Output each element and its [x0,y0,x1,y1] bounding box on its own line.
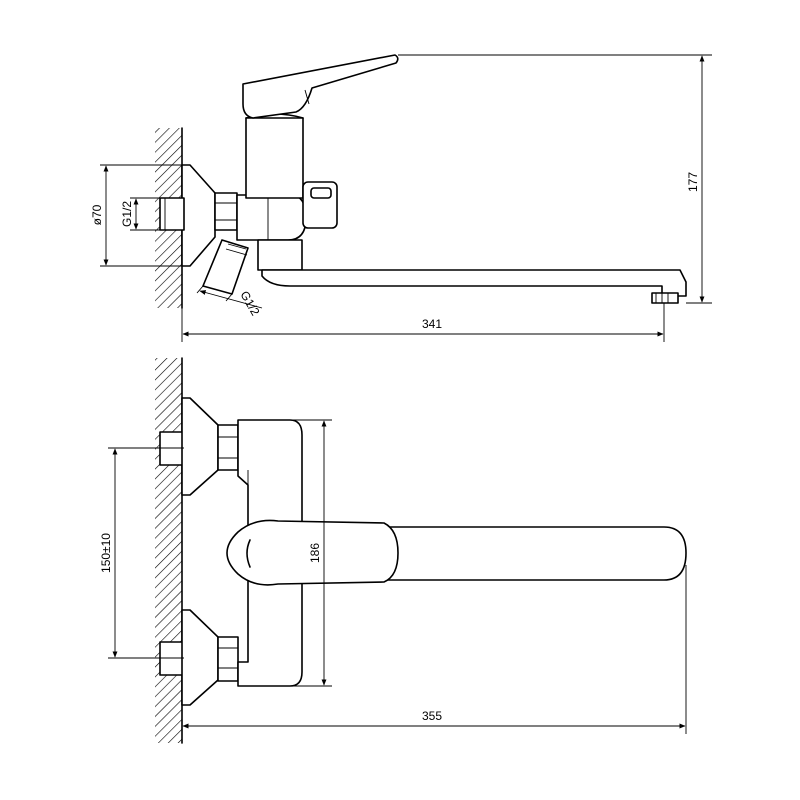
dim-length-341: 341 [181,303,665,342]
top-view: 186 150±10 355 [99,357,687,744]
wall-flange-side [181,164,216,267]
diverter-knob-side [302,181,338,229]
dim-flange-diameter: ø70 [90,164,188,267]
lower-inlet-top [159,609,239,706]
side-view: 177 341 ø70 G1/2 G1/2 [90,54,712,342]
inlet-pipe-side [159,197,185,231]
connection-nut-side [214,192,238,231]
dim-height-177: 177 [398,54,712,304]
dim-spacing-150: 150±10 [99,447,184,659]
cartridge-housing-side [245,117,304,199]
dim-label-186: 186 [308,543,322,563]
aerator-side [651,292,679,304]
lever-handle-top [226,519,399,586]
shower-outlet-side [202,239,249,295]
wall-top [155,357,183,744]
spout-side [261,269,687,297]
dim-label-thread-angled: G1/2 [237,289,262,319]
dim-label-177: 177 [686,172,700,192]
dim-label-341: 341 [422,317,442,331]
spout-top [385,526,687,581]
upper-inlet-top [159,397,239,496]
dim-label-150: 150±10 [99,533,113,573]
dim-label-355: 355 [422,709,442,723]
dim-thread-left: G1/2 [120,197,160,231]
dim-height-186: 186 [290,419,332,687]
dim-length-355: 355 [182,565,687,734]
dim-label-thread-left: G1/2 [120,201,134,227]
lever-handle-side [242,54,399,119]
dim-label-flange-diameter: ø70 [90,204,104,225]
mixer-body-side [236,194,307,241]
spout-swivel-side [257,239,303,271]
